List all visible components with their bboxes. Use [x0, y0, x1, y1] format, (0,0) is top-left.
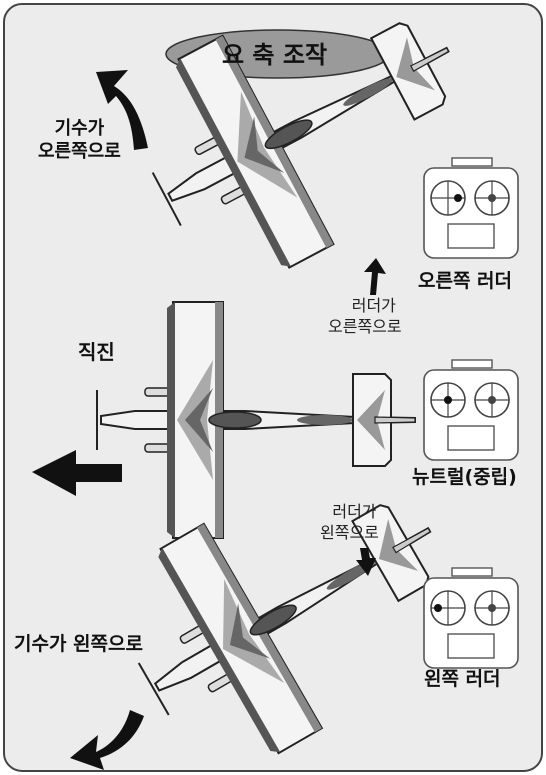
- transmitter-icon: [423, 157, 519, 259]
- plane-label-neutral: 직진: [78, 340, 115, 364]
- plane-label-right-line2: 오른쪽으로: [38, 140, 121, 162]
- rudder-label-right-line1: 러더가: [351, 296, 396, 315]
- straight-arrow-icon: [32, 450, 122, 496]
- transmitter-icon: [423, 567, 519, 669]
- curved-arrow-icon: [96, 70, 148, 150]
- transmitter-label-left: 왼쪽 러더: [424, 668, 501, 690]
- transmitter-label-right: 오른쪽 러더: [418, 270, 513, 292]
- plane-label-right: 기수가 오른쪽으로: [38, 118, 121, 163]
- small-arrow-icon: [356, 548, 376, 576]
- rudder-label-left-line2: 왼쪽으로: [320, 522, 379, 542]
- transmitter-label-neutral: 뉴트럴(중립): [412, 466, 517, 488]
- rudder-label-right-line2: 오른쪽으로: [328, 316, 402, 336]
- page-title: 요 축 조작: [222, 41, 328, 69]
- rudder-label-right: 러더가 오른쪽으로: [328, 296, 402, 338]
- rudder-label-left-line1: 러더가: [332, 502, 377, 521]
- rudder-label-left: 러더가 왼쪽으로: [320, 502, 379, 544]
- plane-label-left: 기수가 왼쪽으로: [14, 633, 143, 655]
- transmitter-icon: [423, 359, 519, 461]
- plane-label-right-line1: 기수가: [54, 118, 105, 139]
- small-arrow-icon: [364, 258, 386, 295]
- curved-arrow-icon: [70, 710, 144, 770]
